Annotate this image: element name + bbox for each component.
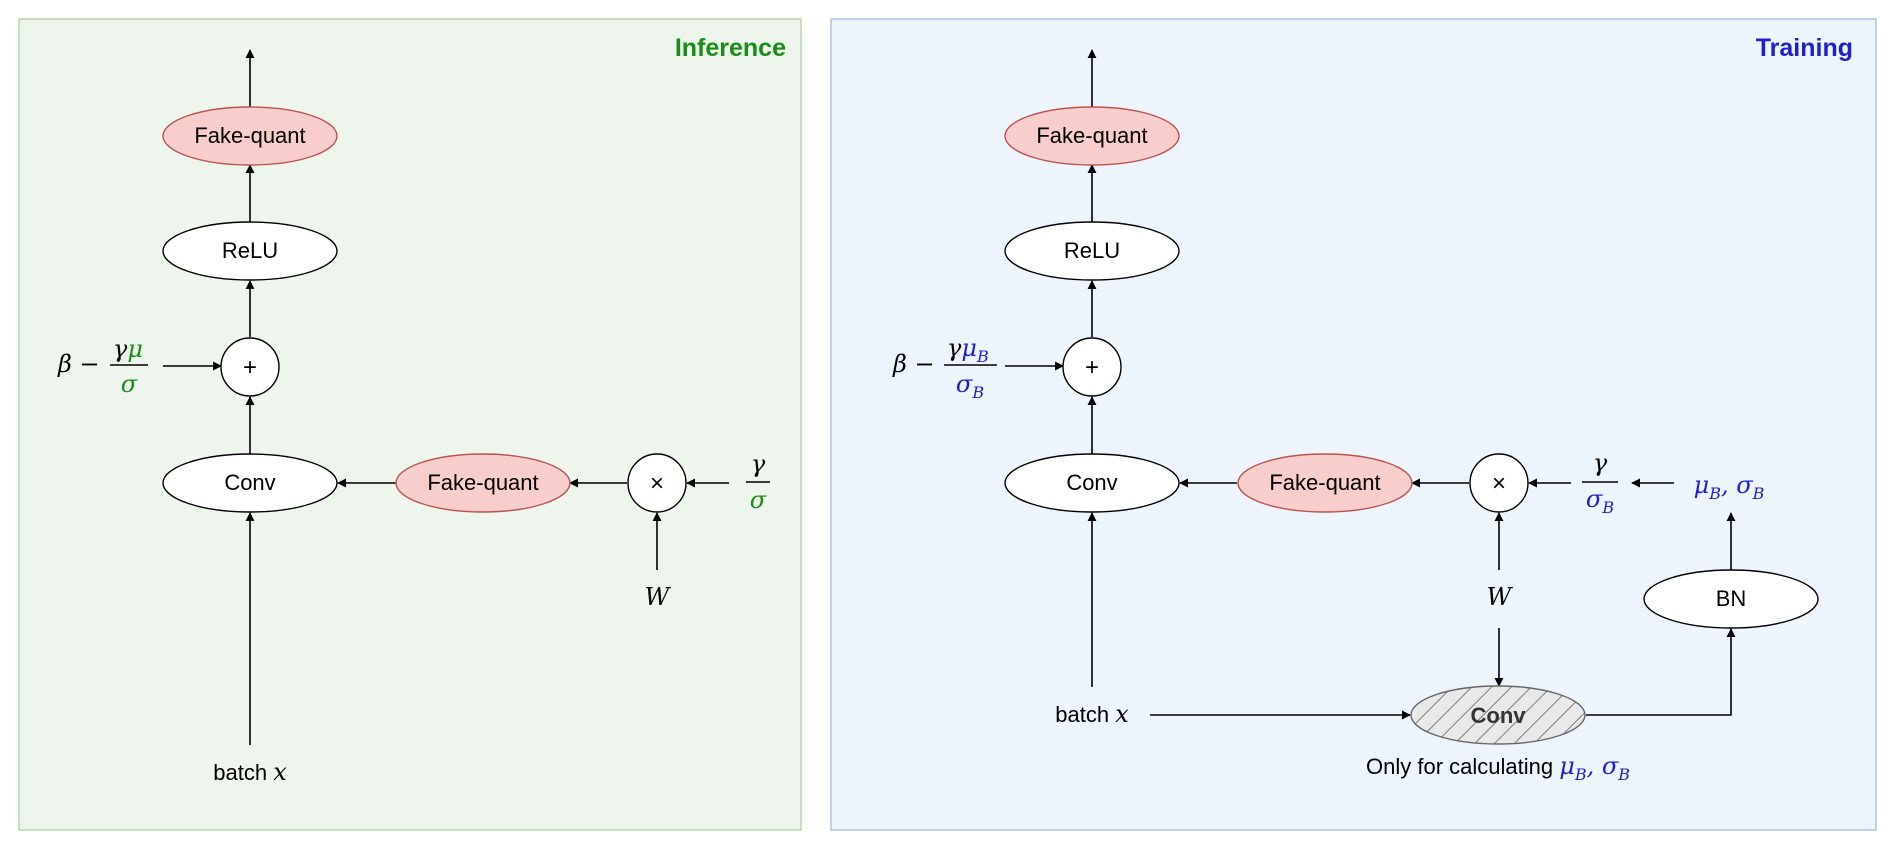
training-scale-denominator: σB bbox=[1586, 485, 1614, 517]
inference-panel-background bbox=[18, 18, 802, 831]
inference-conv-node bbox=[162, 453, 338, 513]
training-bias-numerator: γμB bbox=[947, 334, 989, 366]
training-weight-label: W bbox=[1487, 583, 1514, 611]
inference-conv-label: Conv bbox=[224, 470, 275, 495]
inference-scale-numerator: γ bbox=[751, 450, 766, 478]
training-fakequant-output-label: Fake-quant bbox=[1036, 123, 1147, 148]
training-conv-label: Conv bbox=[1066, 470, 1117, 495]
training-relu-node bbox=[1004, 221, 1180, 281]
inference-input-label: batch x bbox=[213, 758, 287, 786]
training-bn-node bbox=[1643, 569, 1819, 629]
inference-add-symbol: + bbox=[243, 354, 257, 381]
training-fakequant-weight-node bbox=[1237, 453, 1413, 513]
training-scale-numerator: γ bbox=[1593, 449, 1608, 477]
inference-fakequant-output-node bbox=[162, 106, 338, 166]
training-add-symbol: + bbox=[1085, 354, 1099, 381]
inference-bias-prefix: β − bbox=[57, 350, 100, 378]
edge-train-conv-stats-to-bn bbox=[1586, 628, 1736, 716]
inference-title: Inference bbox=[675, 34, 786, 62]
training-conv-stats-label: Conv bbox=[1471, 703, 1527, 728]
training-mul-symbol: × bbox=[1492, 470, 1506, 497]
training-relu-label: ReLU bbox=[1064, 238, 1120, 263]
training-conv-stats-note: Only for calculating μB, σB bbox=[1366, 752, 1630, 784]
training-mul-node bbox=[1469, 453, 1529, 513]
inference-mul-node bbox=[627, 453, 687, 513]
training-add-node bbox=[1062, 337, 1122, 397]
training-input-label: batch x bbox=[1055, 700, 1129, 728]
inference-relu-label: ReLU bbox=[222, 238, 278, 263]
inference-panel: Inference Fake-quant ReLU + Conv Fake-qu… bbox=[18, 18, 802, 831]
inference-fakequant-weight-label: Fake-quant bbox=[427, 470, 538, 495]
inference-bias-numerator: γμ bbox=[113, 335, 143, 363]
inference-bias-denominator: σ bbox=[121, 370, 138, 398]
inference-weight-label: W bbox=[645, 583, 672, 611]
training-fakequant-output-node bbox=[1004, 106, 1180, 166]
training-title: Training bbox=[1756, 34, 1853, 62]
training-conv-stats-node bbox=[1410, 685, 1586, 745]
training-panel: Training Fake-quant ReLU + Conv Fake-qua… bbox=[830, 18, 1877, 831]
inference-fakequant-weight-node bbox=[395, 453, 571, 513]
training-stats-label: μB, σB bbox=[1694, 471, 1765, 503]
training-bias-prefix: β − bbox=[892, 350, 935, 378]
inference-scale-denominator: σ bbox=[750, 486, 767, 514]
inference-relu-node bbox=[162, 221, 338, 281]
training-conv-node bbox=[1004, 453, 1180, 513]
training-panel-background bbox=[830, 18, 1877, 831]
inference-mul-symbol: × bbox=[650, 470, 664, 497]
training-bn-label: BN bbox=[1716, 586, 1747, 611]
training-fakequant-weight-label: Fake-quant bbox=[1269, 470, 1380, 495]
inference-fakequant-output-label: Fake-quant bbox=[194, 123, 305, 148]
training-bias-denominator: σB bbox=[956, 370, 984, 402]
inference-add-node bbox=[220, 337, 280, 397]
